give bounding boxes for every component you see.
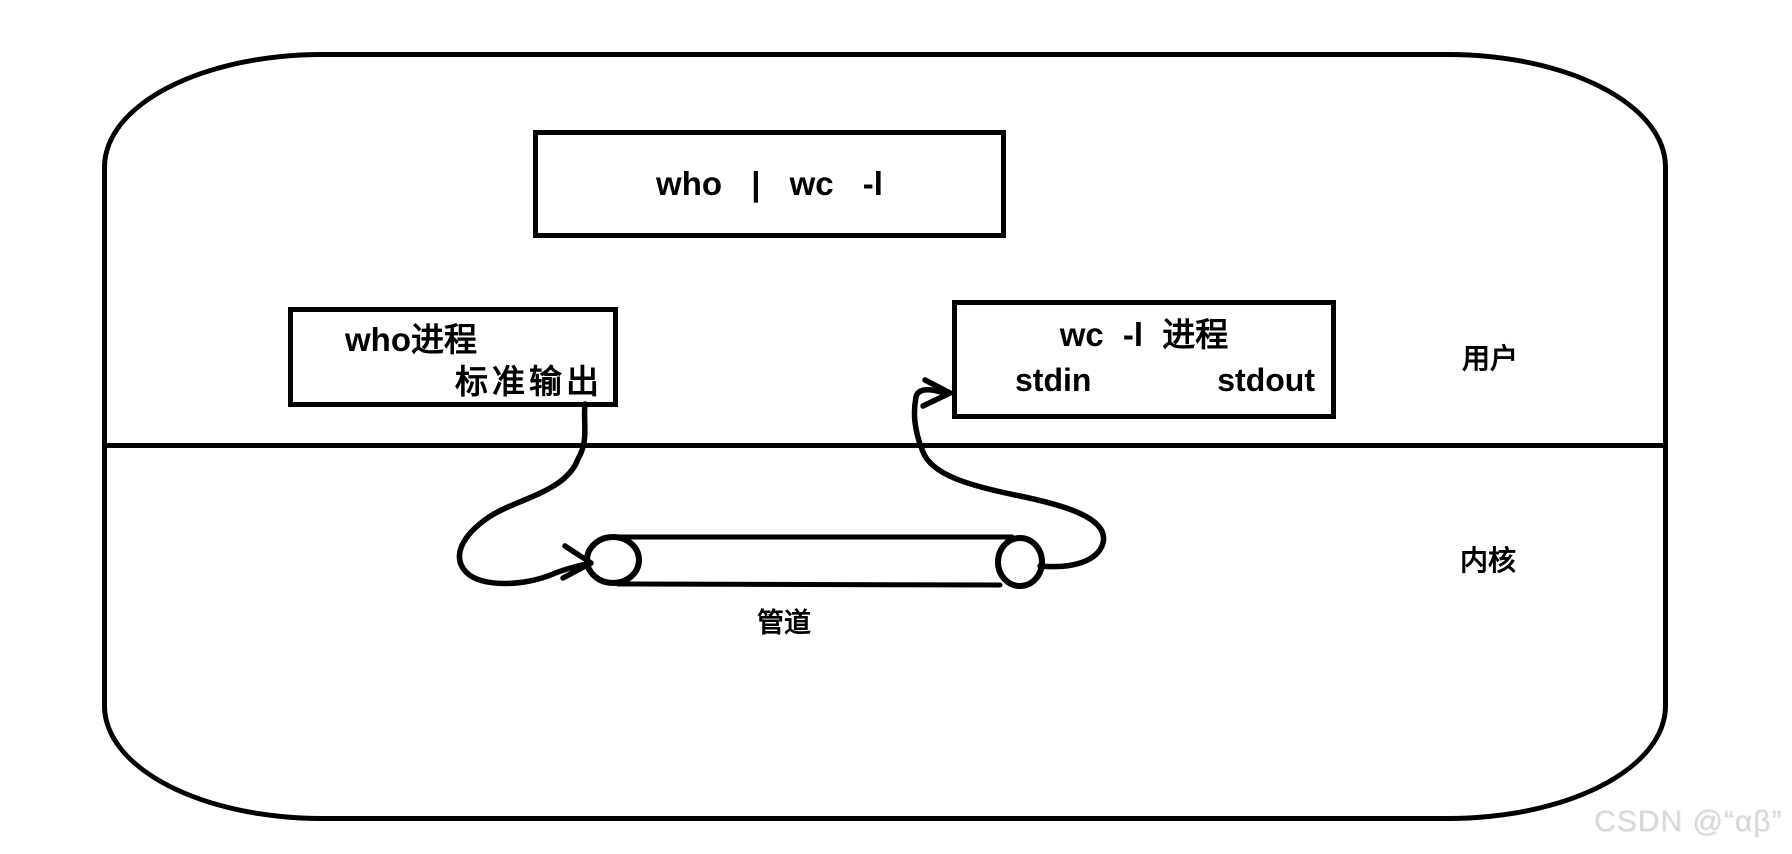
wc-process-stdout-label: stdout (1217, 362, 1315, 398)
wc-process-title: wc -l 进程 (1059, 316, 1229, 353)
command-box: who | wc -l (533, 130, 1006, 238)
system-boundary-outline (102, 52, 1668, 821)
command-text: who | wc -l (656, 165, 883, 202)
csdn-watermark: CSDN @“αβ” (1594, 805, 1783, 838)
wc-process-stdin-label: stdin (1015, 362, 1092, 398)
user-space-label: 用户 (1462, 343, 1519, 374)
user-kernel-divider-line (104, 443, 1666, 448)
who-process-stdout-label: 标准输出 (455, 363, 603, 400)
who-process-box: who进程 标准输出 (288, 307, 618, 407)
who-process-title: who进程 (345, 321, 477, 358)
wc-process-box: wc -l 进程 stdin stdout (952, 300, 1336, 419)
kernel-space-label: 内核 (1460, 545, 1517, 576)
pipe-label: 管道 (757, 608, 811, 638)
